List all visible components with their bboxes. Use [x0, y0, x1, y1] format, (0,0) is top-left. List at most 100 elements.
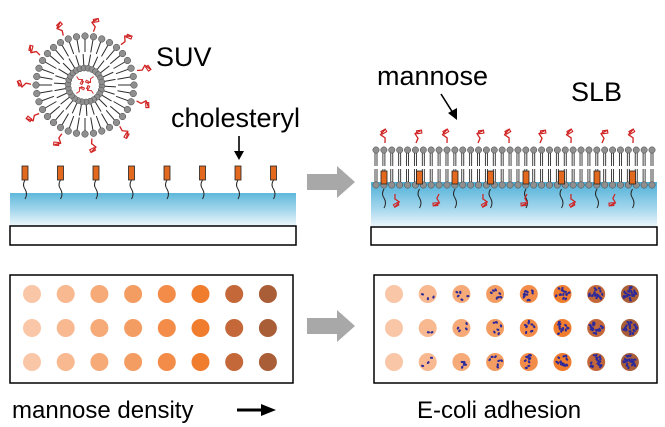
ecoli-adhesion-label: E-coli adhesion: [417, 397, 581, 424]
cholesteryl-anchors: [21, 165, 277, 200]
inner-lipid-tail: [54, 82, 66, 85]
bacterium: [596, 362, 600, 365]
outer-lipid-head: [39, 56, 47, 65]
suv-vesicle: [16, 17, 152, 154]
bacterium: [624, 326, 627, 330]
upper-lipid-head: [617, 146, 624, 154]
bacterium: [494, 288, 497, 292]
slb-substrate-base: [370, 226, 658, 246]
bacterium: [627, 293, 631, 297]
anchor-linker: [382, 188, 386, 209]
inner-lipid-tail: [98, 98, 108, 108]
mannose-glyph: [25, 112, 40, 123]
cholesteryl-pointer-arrow: [234, 136, 244, 160]
bacterium: [561, 327, 565, 330]
outer-lipid-head: [81, 130, 89, 138]
bacterium: [560, 329, 563, 333]
cholesteryl-label: cholesteryl: [171, 103, 300, 133]
mannose-glyph: [608, 193, 617, 207]
lower-lipid-head: [609, 181, 617, 189]
bacterium: [463, 363, 468, 366]
bacterium: [558, 322, 562, 325]
spot: [385, 285, 403, 303]
bacterium: [629, 321, 633, 324]
anchor-linker: [559, 188, 564, 209]
bacterium: [530, 323, 534, 326]
bacterium: [592, 322, 596, 326]
spot: [124, 353, 143, 371]
cholesteryl-anchor: [451, 170, 459, 185]
inner-lipid-tail: [60, 96, 70, 105]
outer-lipid-tail: [90, 39, 94, 53]
bacterium: [601, 292, 604, 296]
spot: [124, 319, 143, 337]
substrate-gradient: [10, 193, 296, 226]
bacterium: [492, 321, 496, 324]
bacterium: [490, 355, 494, 359]
bacterium: [532, 325, 536, 329]
bacterium: [625, 359, 629, 363]
bacterium: [567, 291, 571, 294]
anchor-linker: [595, 188, 599, 209]
spot: [486, 285, 505, 303]
bacterium: [429, 356, 434, 359]
upper-lipid-head: [561, 146, 569, 154]
bacterium: [466, 294, 470, 298]
anchor-linker: [417, 188, 422, 209]
bacterium: [622, 360, 625, 364]
bacterium: [562, 355, 566, 358]
suv-label: SUV: [156, 42, 212, 72]
bacterium: [589, 364, 593, 368]
lower-lipid-head: [569, 181, 577, 189]
bacterium: [562, 290, 566, 293]
inner-lipid-tail: [103, 90, 115, 95]
inner-lipid-tail: [104, 85, 116, 88]
bacterium: [599, 297, 603, 301]
bacterium: [430, 331, 434, 334]
bacterium: [588, 323, 592, 327]
bacterium: [465, 327, 468, 331]
upper-lipid-head: [577, 146, 585, 154]
lower-lipid-head: [443, 181, 451, 189]
bacterium: [624, 328, 628, 332]
inner-lipid-tail: [90, 103, 95, 115]
bacterium: [565, 354, 568, 358]
inner-lipid-tail: [56, 92, 67, 99]
outer-lipid-head: [127, 64, 135, 72]
bacterium: [456, 294, 460, 298]
cholesteryl-anchor: [92, 165, 100, 181]
outer-lipid-tail: [76, 117, 80, 131]
spot: [258, 319, 277, 337]
bacterium: [595, 356, 598, 360]
bacterium: [557, 320, 561, 324]
upper-lipid-head: [467, 146, 475, 154]
inner-lipid-head: [98, 78, 105, 86]
bacterium: [633, 358, 637, 361]
mannose-glyph: [16, 79, 32, 88]
upper-lipid-head: [388, 146, 396, 154]
slb-label: SLB: [571, 77, 622, 107]
bacterium: [628, 287, 631, 291]
cholesteryl-anchor: [380, 170, 388, 185]
bacterium: [565, 292, 568, 296]
cholesteryl-anchor: [629, 170, 636, 185]
upper-lipid-head: [514, 146, 522, 154]
mannose-glyph: [55, 21, 64, 36]
bacterium: [599, 289, 602, 293]
lower-lipid-head: [514, 181, 522, 189]
spot: [56, 353, 75, 371]
inner-lipid-tail: [88, 54, 92, 66]
mannose-glyph: [85, 84, 94, 94]
cholesteryl-anchor: [57, 165, 64, 181]
outer-lipid-head: [72, 33, 81, 41]
lower-lipid-head: [585, 181, 593, 189]
bacterium: [527, 319, 531, 323]
lower-lipid-head: [538, 181, 546, 189]
bacterium: [565, 357, 569, 361]
inner-lipid-tail: [54, 88, 66, 92]
bacterium: [566, 326, 570, 330]
bacterium: [557, 287, 561, 290]
bacterium: [625, 324, 628, 328]
spot: [191, 353, 210, 371]
